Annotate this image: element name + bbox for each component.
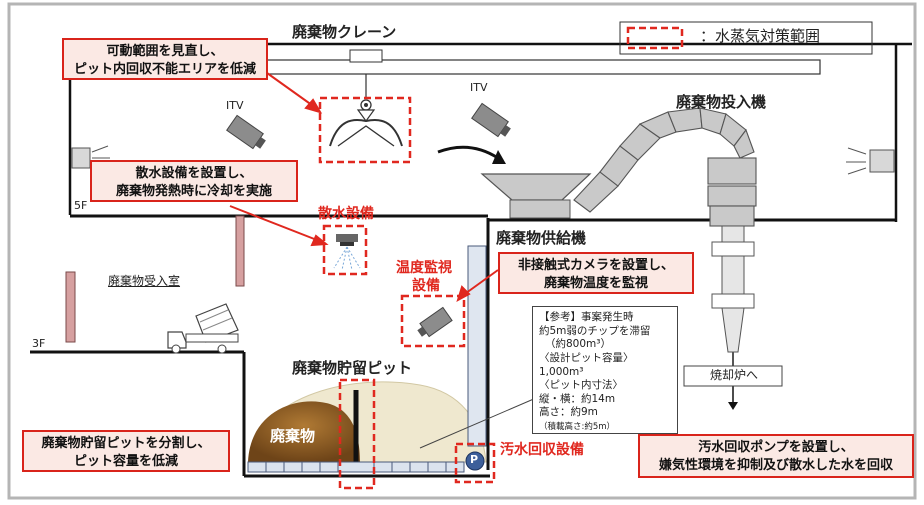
vapor-zone-boxes [318, 26, 684, 490]
note-line1: 【参考】事案発生時 [539, 311, 634, 323]
hopper-label: 廃棄物投入機 [676, 93, 767, 111]
movement-arrow [437, 145, 499, 160]
note-pointer-line [419, 397, 537, 449]
crane-callout: 可動範囲を見直し、 ピット内回収不能エリアを低減 [62, 38, 268, 80]
camera-callout-line1: 非接触式カメラを設置し、 [517, 258, 674, 273]
vapor-zone-pit-divider [338, 378, 376, 490]
column-3f [65, 271, 76, 343]
note-line8: 高さ：約9m （積載高さ:約5m） [539, 406, 671, 433]
waste-label: 廃棄物 [270, 427, 316, 445]
sprinkler-callout: 散水設備を設置し、 廃棄物発熱時に冷却を実施 [90, 160, 298, 202]
reference-note: 【参考】事案発生時 約5m弱のチップを滞留 （約800m³） 〈設計ピット容量〉… [532, 306, 678, 434]
duct-flange-1 [711, 241, 755, 257]
legend-box [619, 21, 873, 55]
column-5f [235, 215, 245, 287]
itv-left-label: ITV [226, 99, 244, 112]
itv-camera-right [471, 102, 511, 138]
note-line4: 〈設計ピット容量〉 [539, 351, 634, 364]
pump-circle [465, 451, 485, 471]
temperature-camera [417, 306, 453, 338]
movement-arrowhead [492, 150, 506, 164]
sprinkler-head [333, 234, 361, 271]
incinerator-arrowhead [728, 402, 738, 410]
feeder-label: 廃棄物供給機 [496, 229, 587, 247]
duct-flange-2 [711, 293, 755, 309]
temp-monitor-label-2: 設備 [412, 278, 440, 294]
pit-floor-grate [247, 461, 465, 473]
stored-waste-heap [248, 401, 360, 462]
note-line6: 〈ピット内寸法〉 [539, 379, 623, 392]
incinerator-label: 焼却炉へ [710, 368, 759, 382]
camera-callout-line2: 廃棄物温度を監視 [543, 275, 648, 291]
pit-label: 廃棄物貯留ピット [292, 359, 413, 377]
crane-callout-line1: 可動範囲を見直し、 [106, 44, 224, 59]
outer-frame [7, 2, 917, 500]
receiving-room-label: 廃棄物受入室 [108, 274, 181, 288]
pit-callout-line1: 廃棄物貯留ピットを分割し、 [41, 436, 211, 451]
waste-chute [573, 107, 757, 227]
vapor-zone-pump [454, 442, 496, 484]
callout-arrows [229, 67, 499, 303]
sprinkler-callout-line2: 廃棄物発熱時に冷却を実施 [115, 183, 272, 199]
vapor-zone-crane [318, 96, 412, 164]
temp-monitor-label-1: 温度監視 [396, 260, 452, 276]
feeder-column [467, 245, 487, 447]
itv-camera-left [226, 114, 266, 150]
crane-label: 廃棄物クレーン [292, 23, 397, 41]
note-line2: 約5m弱のチップを滞留 [539, 324, 651, 337]
note-line3: （約800m³） [545, 338, 611, 351]
pump-p-label: P [470, 453, 479, 466]
crane-trolley [349, 49, 383, 63]
crane-grab [329, 99, 403, 147]
dump-truck [167, 303, 239, 354]
floor-5f-label: 5F [74, 199, 88, 212]
vapor-zone-sprinkler [322, 224, 368, 276]
sprinkler-equipment-label: 散水設備 [318, 206, 374, 222]
crane-callout-line2: ピット内回収不能エリアを低減 [73, 61, 256, 77]
camera-callout: 非接触式カメラを設置し、 廃棄物温度を監視 [498, 252, 694, 294]
note-line7: 縦・横：約14m [539, 392, 616, 405]
pump-callout-line1: 汚水回収ポンプを設置し、 [698, 440, 854, 455]
drain-recovery-label: 汚水回収設備 [500, 442, 584, 458]
wall-lamp-left [71, 145, 110, 169]
grate-slots [265, 462, 447, 472]
hopper-throat [509, 199, 571, 219]
note-line8-small: （積載高さ:約5m） [539, 422, 616, 433]
duct-taper [721, 307, 745, 353]
sprinkler-callout-line1: 散水設備を設置し、 [135, 166, 253, 181]
note-line8-main: 高さ：約9m [539, 406, 598, 419]
hopper-funnel [480, 173, 592, 201]
itv-right-label: ITV [470, 81, 488, 94]
legend-swatch [626, 26, 684, 50]
incinerator-box [683, 365, 783, 387]
wall-lamp-right [846, 147, 895, 175]
legend-text: ：水蒸気対策範囲 [700, 27, 821, 45]
note-line5: 1,000m³ [539, 365, 584, 378]
pump-callout-line2: 嫌気性環境を抑制及び散水した水を回収 [658, 457, 893, 473]
pit-callout-line2: ピット容量を低減 [73, 453, 178, 469]
pit-callout: 廃棄物貯留ピットを分割し、 ピット容量を低減 [22, 430, 230, 472]
floor-3f-label: 3F [32, 337, 46, 350]
pump-callout: 汚水回収ポンプを設置し、 嫌気性環境を抑制及び散水した水を回収 [638, 434, 914, 478]
vapor-zone-camera [400, 294, 466, 348]
